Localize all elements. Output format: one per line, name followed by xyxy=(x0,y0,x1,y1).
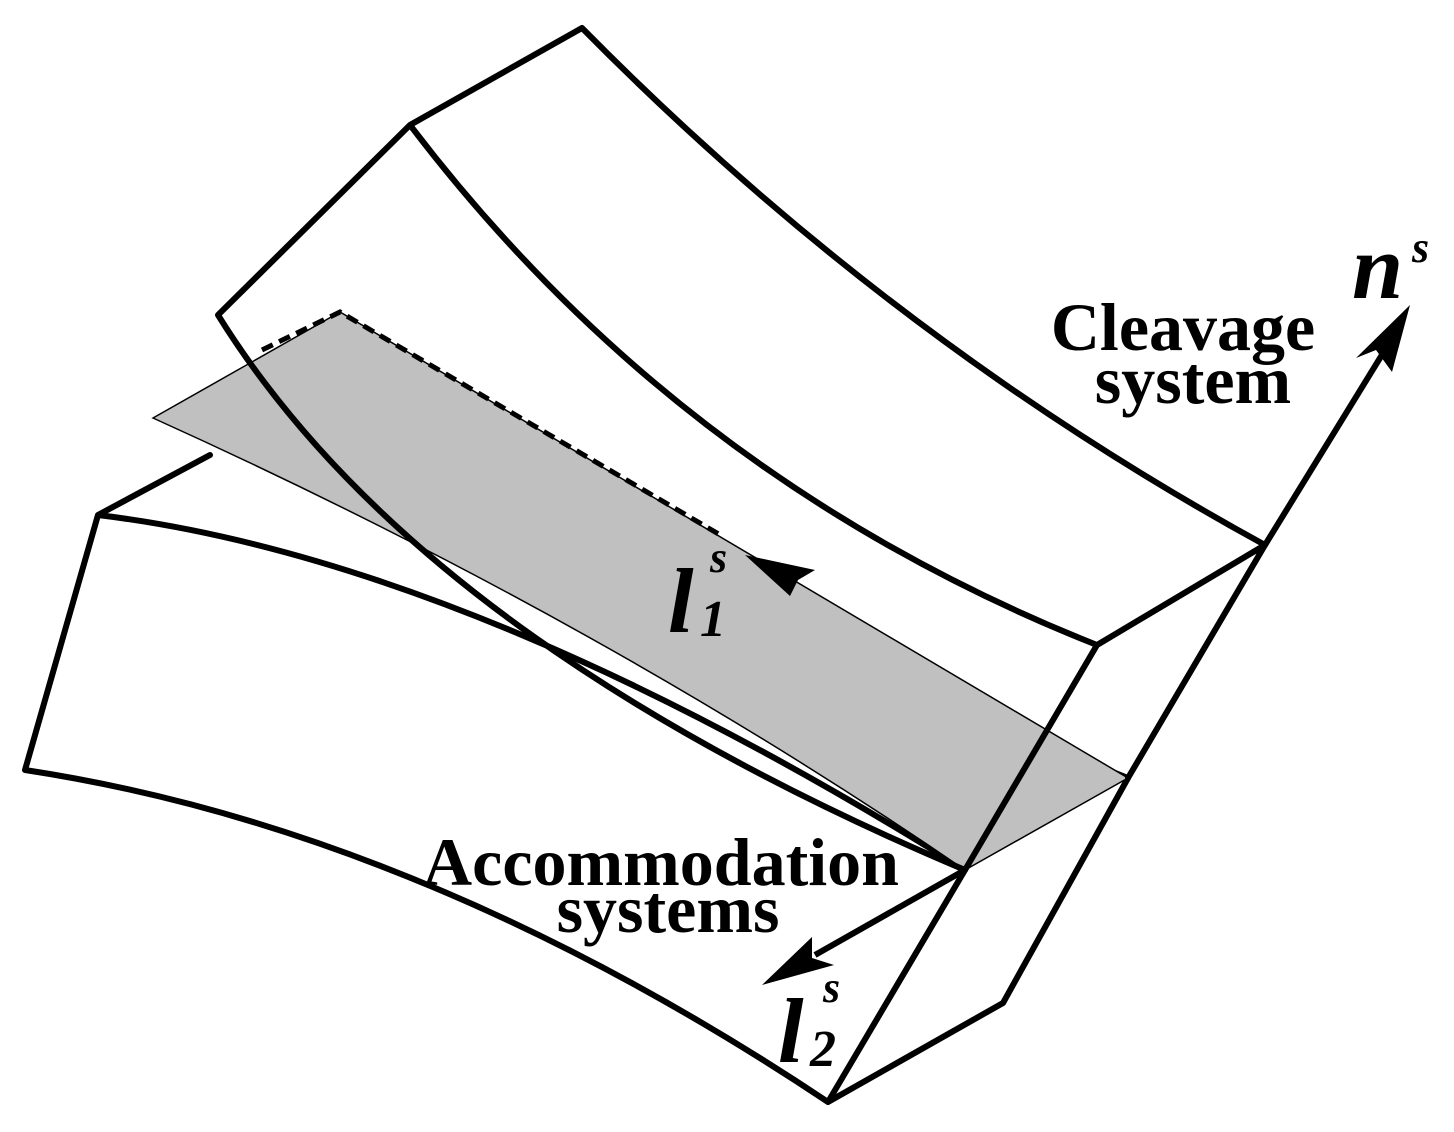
slip-direction-2-arrowhead xyxy=(762,937,834,985)
cleavage-system-label-line1: Cleavage xyxy=(1051,289,1315,365)
upper-block xyxy=(215,25,1268,873)
normal-vector-arrow xyxy=(1262,305,1410,547)
normal-vector-label: n xyxy=(1352,216,1403,318)
slip-direction-1-label-sub: 1 xyxy=(700,591,726,648)
normal-vector-arrowhead xyxy=(1356,305,1410,372)
slip-direction-1-label: l xyxy=(668,550,694,652)
cleavage-system-label-line2: system xyxy=(1095,342,1291,418)
slip-direction-2-label-sup: s xyxy=(822,963,840,1012)
normal-vector-shaft xyxy=(1262,343,1391,547)
slip-direction-1-arrow xyxy=(745,555,815,596)
cleavage-plane-fill xyxy=(151,311,1130,871)
normal-vector-label-sup: s xyxy=(1411,223,1429,272)
slip-direction-1-label-sup: s xyxy=(709,533,727,582)
slip-direction-2-shaft xyxy=(813,867,967,958)
cleavage-plane-dashed-edge xyxy=(260,309,724,539)
accommodation-systems-label-line2: systems xyxy=(557,871,780,947)
slip-direction-2-label-sub: 2 xyxy=(809,1021,836,1078)
accommodation-systems-label-line1: Accommodation xyxy=(423,824,899,900)
slip-direction-2-label: l xyxy=(778,980,804,1082)
slip-direction-2-arrow xyxy=(762,867,967,985)
cleavage-plane xyxy=(151,309,1130,871)
slip-direction-1-arrowhead xyxy=(745,555,815,596)
upper-block-outline xyxy=(215,25,1268,873)
